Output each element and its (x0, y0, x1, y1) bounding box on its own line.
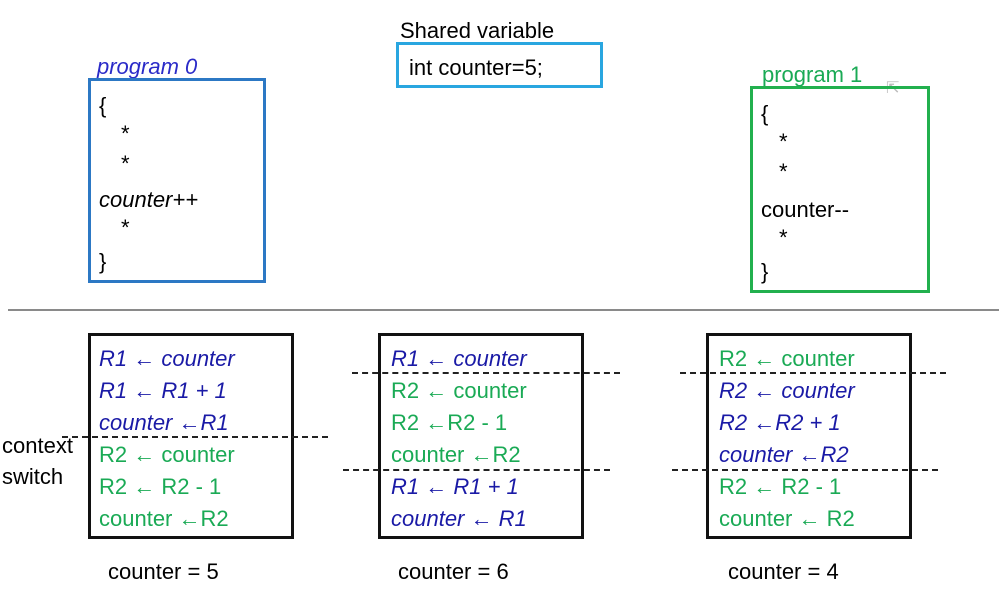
scenario-result: counter = 6 (398, 559, 509, 584)
instruction-line: R2 ← counter (719, 378, 855, 403)
context-switch-dashed-line (672, 469, 938, 471)
instruction-line: R1 ← counter (99, 346, 235, 371)
instruction-line: counter ←R1 (99, 410, 229, 435)
scenario-box: R2 ← counter R2 ← counter R2 ←R2 + 1 cou… (706, 333, 912, 539)
instruction-line: R1 ← counter (391, 346, 527, 371)
instruction-line: R1 ← R1 + 1 (99, 378, 227, 403)
program0-line: { (99, 93, 107, 118)
program0-line: * (121, 151, 130, 176)
program0-box: { * * counter++ * } (88, 78, 266, 283)
program1-box: { * * counter-- * } (750, 86, 930, 293)
context-switch-dashed-line (343, 469, 610, 471)
shared-variable-declaration: int counter=5; (409, 55, 543, 80)
instruction-line: R2 ← R2 - 1 (99, 474, 222, 499)
program1-line: * (779, 159, 788, 184)
context-switch-dashed-line (62, 436, 328, 438)
scenario-result: counter = 4 (728, 559, 839, 584)
instruction-line: R2 ← counter (391, 378, 527, 403)
instruction-line: counter ←R2 (719, 442, 849, 467)
program0-line: * (121, 215, 130, 240)
instruction-line: R2 ←R2 + 1 (719, 410, 841, 435)
program1-line: } (761, 259, 769, 284)
program1-line: * (779, 225, 788, 250)
program1-line: { (761, 101, 769, 126)
program0-line: counter++ (99, 187, 199, 212)
shared-variable-box: int counter=5; (396, 42, 603, 88)
instruction-line: counter ←R2 (391, 442, 521, 467)
shared-variable-title: Shared variable (400, 18, 555, 43)
instruction-line: R2 ←R2 - 1 (391, 410, 508, 435)
context-switch-label: switch (2, 464, 64, 489)
scenario-result: counter = 5 (108, 559, 219, 584)
instruction-line: counter ← R2 (719, 506, 855, 531)
instruction-line: counter ← R1 (391, 506, 527, 531)
instruction-line: R2 ← R2 - 1 (719, 474, 842, 499)
context-switch-dashed-line (680, 372, 946, 374)
program1-label: program 1 (762, 62, 863, 87)
instruction-line: R2 ← counter (99, 442, 235, 467)
program1-line: counter-- (761, 197, 850, 222)
program1-line: * (779, 129, 788, 154)
instruction-line: counter ←R2 (99, 506, 229, 531)
context-switch-label: context (2, 433, 73, 458)
program0-line: } (99, 249, 107, 274)
instruction-line: R1 ← R1 + 1 (391, 474, 519, 499)
instruction-line: R2 ← counter (719, 346, 855, 371)
program0-label: program 0 (97, 54, 198, 79)
program0-line: * (121, 121, 130, 146)
context-switch-dashed-line (352, 372, 620, 374)
scenario-box: R1 ← counter R2 ← counter R2 ←R2 - 1 cou… (378, 333, 584, 539)
section-divider (8, 309, 999, 311)
